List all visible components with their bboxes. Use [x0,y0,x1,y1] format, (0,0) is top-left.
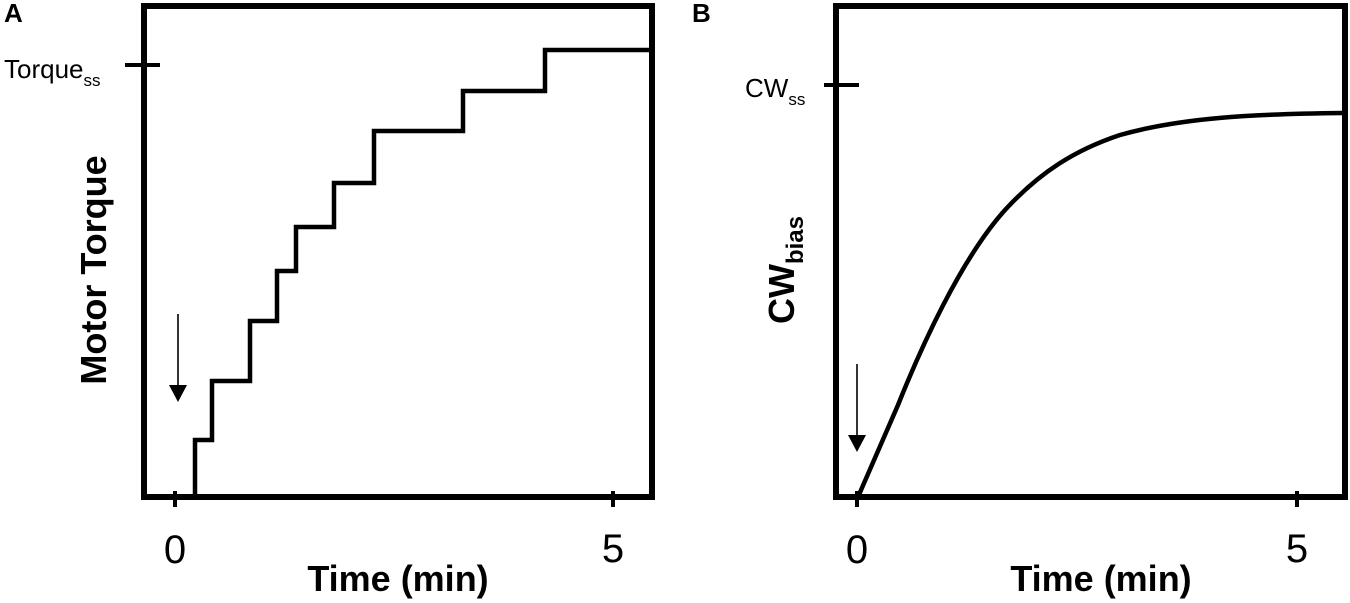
panel-b-arrow-down-icon [848,435,866,452]
panel-b-x-axis-title: Time (min) [1010,558,1191,599]
panel-a-y-axis-title: Motor Torque [73,155,114,384]
panel-a-ss-label: Torquess [4,54,101,90]
panel-a-xtick-label-0: 0 [164,528,186,572]
panel-b-y-axis-title: CWbias [761,216,809,324]
panel-b-xtick-label-5: 5 [1286,527,1308,571]
panel-b-curve-series [855,110,1343,498]
panel-a: A Motor Torque Torquess 0 5 Time (min) [4,0,655,599]
panel-a-x-axis-title: Time (min) [307,558,488,599]
panel-b-ss-label: CWss [745,73,805,109]
panel-a-step-series [192,47,649,497]
panel-a-frame [141,3,655,500]
panel-a-label: A [4,0,23,28]
panel-a-xtick-label-5: 5 [602,527,624,571]
panel-b-xtick-label-0: 0 [846,528,868,572]
panel-b-frame [833,3,1348,500]
panel-b-label: B [692,0,711,28]
panel-b: B CWbias CWss 0 5 Time (min) [692,0,1348,599]
panel-a-arrow-down-icon [169,385,187,402]
